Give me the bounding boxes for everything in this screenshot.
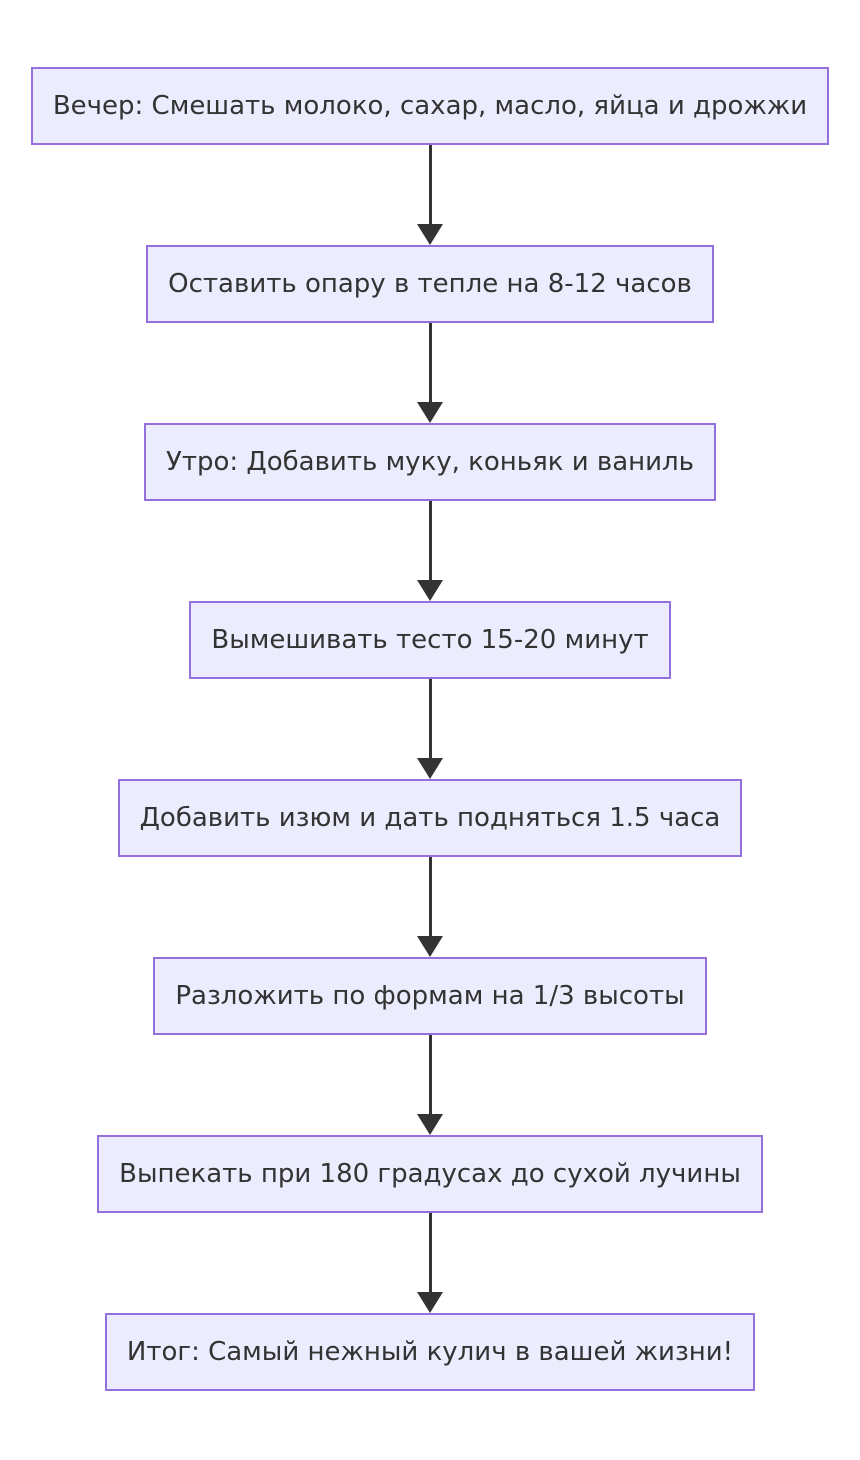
arrowhead-down-icon xyxy=(417,580,443,601)
arrow-shaft xyxy=(428,857,432,936)
arrow-shaft xyxy=(428,1213,432,1292)
flow-arrow-down xyxy=(417,857,443,957)
flow-node-label: Выпекать при 180 градусах до сухой лучин… xyxy=(119,1159,741,1189)
flow-arrow-down xyxy=(417,145,443,245)
flow-arrow-down xyxy=(417,679,443,779)
arrowhead-down-icon xyxy=(417,758,443,779)
flow-arrow-down xyxy=(417,1035,443,1135)
flow-node-step-5: Добавить изюм и дать подняться 1.5 часа xyxy=(117,779,743,857)
flow-node-step-2: Оставить опару в тепле на 8-12 часов xyxy=(146,245,714,323)
arrow-shaft xyxy=(428,501,432,580)
flow-node-label: Итог: Самый нежный кулич в вашей жизни! xyxy=(126,1337,734,1367)
arrow-shaft xyxy=(428,1035,432,1114)
arrowhead-down-icon xyxy=(417,936,443,957)
flow-arrow-down xyxy=(417,501,443,601)
flow-node-step-4: Вымешивать тесто 15-20 минут xyxy=(189,601,671,679)
flow-node-step-1: Вечер: Смешать молоко, сахар, масло, яйц… xyxy=(30,67,830,145)
flow-node-step-8: Итог: Самый нежный кулич в вашей жизни! xyxy=(104,1313,756,1391)
flow-node-step-6: Разложить по формам на 1/3 высоты xyxy=(153,957,707,1035)
arrowhead-down-icon xyxy=(417,402,443,423)
flow-arrow-down xyxy=(417,323,443,423)
arrowhead-down-icon xyxy=(417,1292,443,1313)
flow-node-label: Оставить опару в тепле на 8-12 часов xyxy=(168,269,692,299)
arrow-shaft xyxy=(428,679,432,758)
arrowhead-down-icon xyxy=(417,224,443,245)
flow-arrow-down xyxy=(417,1213,443,1313)
flow-node-label: Добавить изюм и дать подняться 1.5 часа xyxy=(139,803,721,833)
arrowhead-down-icon xyxy=(417,1114,443,1135)
flow-node-label: Вымешивать тесто 15-20 минут xyxy=(211,625,649,655)
flow-node-label: Разложить по формам на 1/3 высоты xyxy=(175,981,685,1011)
flow-node-label: Утро: Добавить муку, коньяк и ваниль xyxy=(166,447,694,477)
flow-node-step-3: Утро: Добавить муку, коньяк и ваниль xyxy=(144,423,716,501)
flow-node-step-7: Выпекать при 180 градусах до сухой лучин… xyxy=(97,1135,763,1213)
arrow-shaft xyxy=(428,323,432,402)
flow-node-label: Вечер: Смешать молоко, сахар, масло, яйц… xyxy=(52,91,808,121)
arrow-shaft xyxy=(428,145,432,224)
